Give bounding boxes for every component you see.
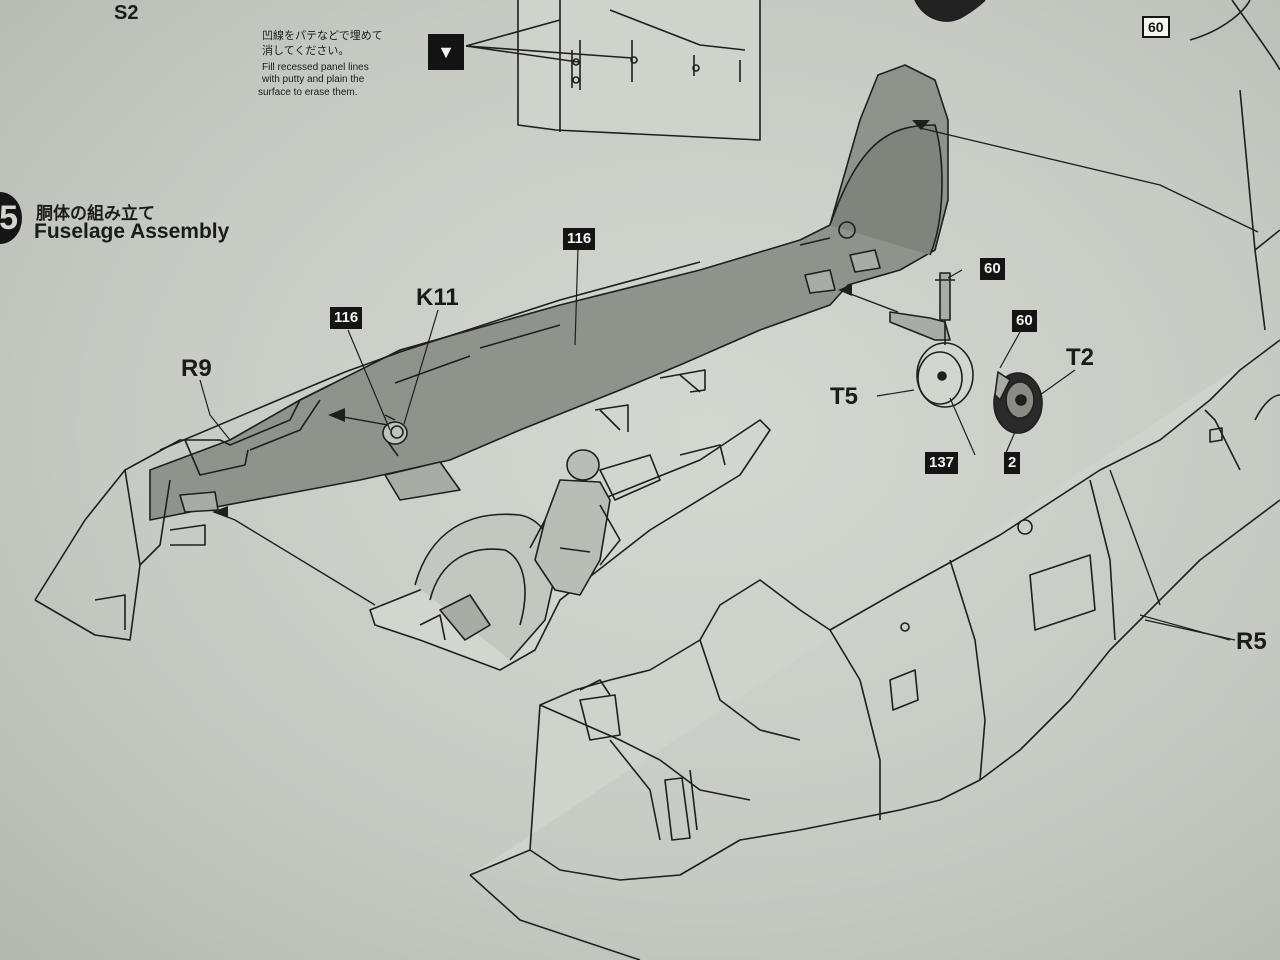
label-leaders xyxy=(199,247,1231,641)
color-tag-tire: 2 xyxy=(1004,452,1021,474)
color-tag-wheel-t5: 137 xyxy=(925,452,959,474)
propeller-hint xyxy=(914,0,986,22)
label-t2: T2 xyxy=(1066,344,1095,371)
note-jp-line2: 消してください。 xyxy=(262,45,350,57)
label-t5: T5 xyxy=(830,383,859,410)
step-number-badge: 5 xyxy=(0,192,22,244)
tail-landing-gear xyxy=(889,272,1043,434)
label-k11: K11 xyxy=(416,284,459,311)
note-en-line1: Fill recessed panel lines xyxy=(262,62,369,73)
label-r5: R5 xyxy=(1236,628,1267,655)
step-title-japanese: 胴体の組み立て xyxy=(36,204,155,223)
note-en-line2: with putty and plain the xyxy=(262,74,365,85)
color-tag-top-right: 60 xyxy=(1142,16,1170,38)
right-fuselage-r5 xyxy=(469,89,1280,960)
color-tag-k11: 116 xyxy=(330,307,363,329)
color-tag-strut: 60 xyxy=(980,258,1005,280)
cockpit-floor-pilot xyxy=(369,419,771,671)
color-tag-fuselage: 116 xyxy=(563,228,596,250)
step-title-english: Fuselage Assembly xyxy=(34,220,230,243)
rear-frame-r9 xyxy=(34,384,331,641)
putty-fill-icon: ▼ xyxy=(428,34,464,70)
note-en-line3: surface to erase them. xyxy=(258,87,358,98)
label-s2: S2 xyxy=(114,2,139,24)
label-r9: R9 xyxy=(181,355,212,382)
color-tag-wheel-hub: 60 xyxy=(1012,310,1037,332)
upper-fuselage-sketch xyxy=(517,0,761,141)
step-number: 5 xyxy=(0,198,18,237)
note-jp-line1: 凹線をパテなどで埋めて xyxy=(262,30,383,42)
fuselage-half-shaded xyxy=(149,64,949,521)
